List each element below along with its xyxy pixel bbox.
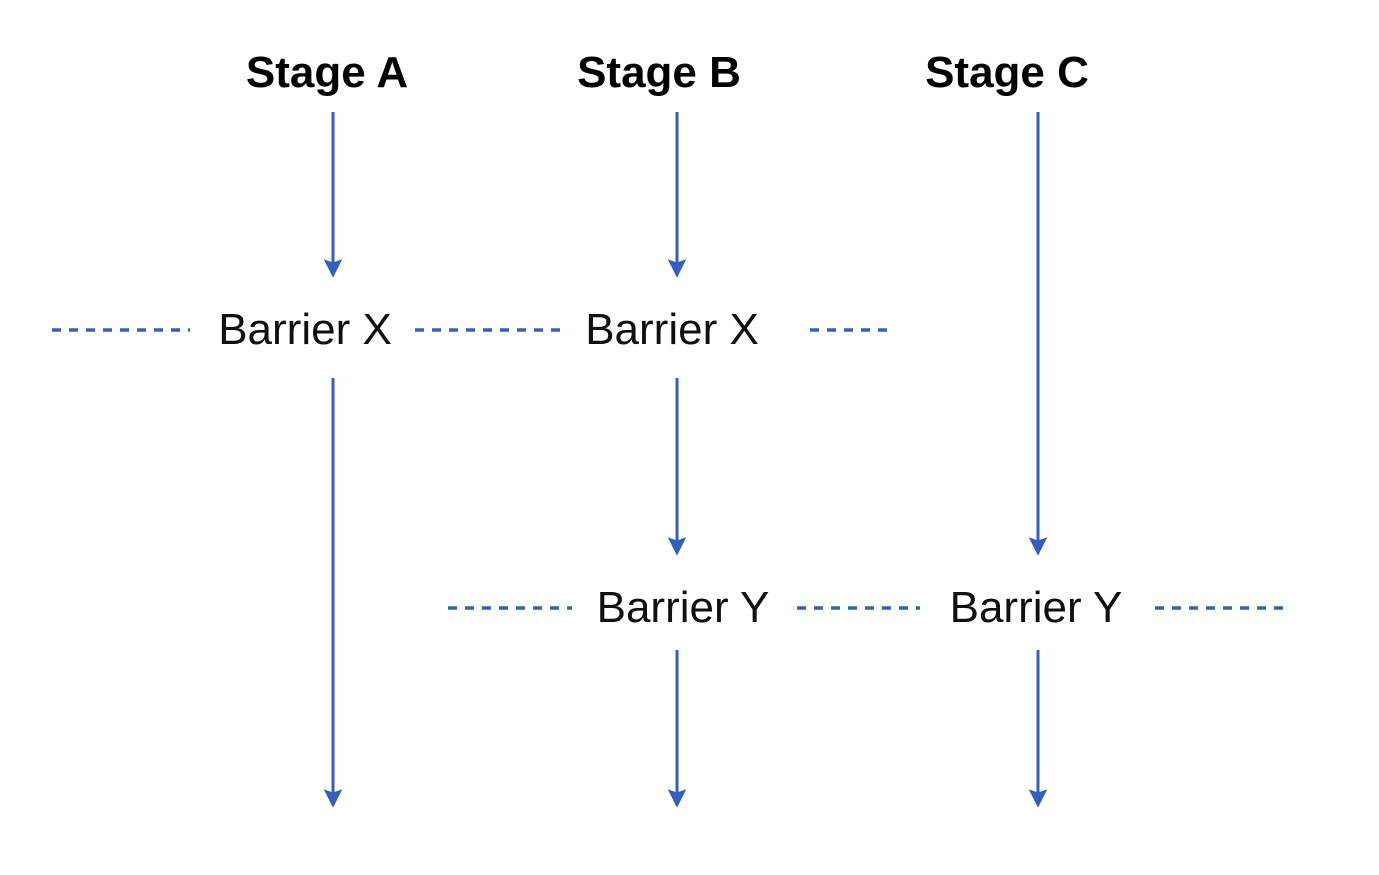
barrier-label-barrier-x-a: Barrier X [208,308,402,352]
barrier-label-barrier-y-b: Barrier Y [586,586,780,630]
dashed-connectors-group [52,328,1285,610]
barrier-label-barrier-x-b: Barrier X [575,308,769,352]
barrier-label-barrier-y-c: Barrier Y [939,586,1133,630]
stage-label-stage-a: Stage A [245,48,409,97]
stage-label-stage-c: Stage C [925,48,1089,97]
stage-label-stage-b: Stage B [577,48,741,97]
arrows-group [323,112,1048,808]
